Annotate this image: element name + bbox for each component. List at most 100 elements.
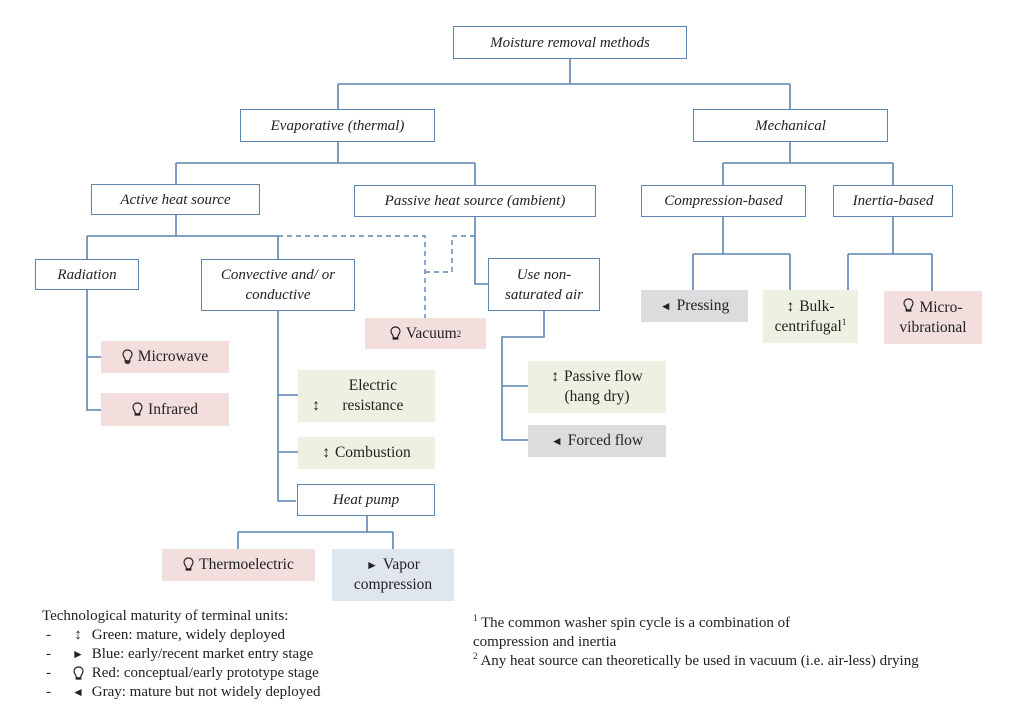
lightbulb-icon xyxy=(183,557,194,571)
mechanical-node[interactable]: Mechanical xyxy=(693,109,888,142)
legend-dash: - xyxy=(46,665,51,681)
leaf-thermoelectric[interactable]: Thermoelectric xyxy=(162,549,315,581)
node-label: Heat pump xyxy=(332,492,400,508)
footnote-1-cont: compression and inertia xyxy=(473,634,617,650)
connector-inertia xyxy=(847,217,933,292)
node-label: Compression-based xyxy=(664,193,783,209)
leaf-bulk-centrifugal[interactable]: ↕Bulk-centrifugal1 xyxy=(763,290,858,343)
left-triangle-icon: ◄ xyxy=(550,434,563,448)
legend-item-red: - Red: conceptual/early prototype stage xyxy=(42,664,320,683)
leaf-label: Vacuum xyxy=(405,324,457,342)
footnote-marker: 1 xyxy=(841,316,847,327)
leaf-infrared[interactable]: Infrared xyxy=(101,393,229,426)
connector-radiation xyxy=(86,290,101,411)
footnote-text: Any heat source can theoretically be use… xyxy=(480,653,919,669)
lightbulb-icon xyxy=(132,401,143,416)
legend-item-blue: - ► Blue: early/recent market entry stag… xyxy=(42,645,320,664)
footnote-marker: 1 xyxy=(473,613,478,623)
leaf-label: Electric resistance xyxy=(342,377,404,414)
footnote-2: 2 Any heat source can theoretically be u… xyxy=(473,652,919,671)
leaf-passive-flow[interactable]: ↕Passive flow (hang dry) xyxy=(528,361,666,413)
heat-pump-node[interactable]: Heat pump xyxy=(297,484,435,516)
leaf-content: ►Vapor compression xyxy=(343,555,443,595)
leaf-content: ↕Bulk-centrifugal1 xyxy=(767,297,855,337)
node-label: Active heat source xyxy=(120,191,231,208)
convective-node[interactable]: Convective and/ or conductive xyxy=(201,259,355,311)
node-label: Passive heat source (ambient) xyxy=(384,193,566,209)
footnote-marker: 2 xyxy=(473,651,478,661)
inertia-based-node[interactable]: Inertia-based xyxy=(833,185,953,217)
leaf-content: ↕Passive flow (hang dry) xyxy=(538,367,656,407)
leaf-vapor-compression[interactable]: ►Vapor compression xyxy=(332,549,454,601)
connector-mechanical xyxy=(722,142,894,185)
root-node[interactable]: Moisture removal methods xyxy=(453,26,687,59)
lightbulb-icon xyxy=(122,349,133,364)
leaf-content: Micro-vibrational xyxy=(888,297,978,338)
node-label: Inertia-based xyxy=(852,193,934,209)
lightbulb-icon xyxy=(903,297,915,312)
node-label: Evaporative (thermal) xyxy=(270,117,405,134)
up-down-arrow-icon: ↕ xyxy=(74,627,82,643)
legend-dash: - xyxy=(46,684,51,700)
leaf-label: Forced flow xyxy=(567,432,644,449)
compression-based-node[interactable]: Compression-based xyxy=(641,185,806,217)
up-down-arrow-icon: ↕ xyxy=(786,297,795,315)
right-triangle-icon: ► xyxy=(72,647,84,661)
lightbulb-icon xyxy=(68,664,88,683)
left-triangle-icon: ◄ xyxy=(659,299,672,313)
leaf-label: Bulk-centrifugal xyxy=(774,297,842,335)
leaf-combustion[interactable]: ↕Combustion xyxy=(298,437,435,469)
lightbulb-icon xyxy=(390,325,401,340)
leaf-label: Thermoelectric xyxy=(199,556,294,573)
leaf-label: Micro-vibrational xyxy=(899,298,967,336)
legend-dash: - xyxy=(46,627,51,643)
legend-title: Technological maturity of terminal units… xyxy=(42,608,289,624)
maturity-legend: Technological maturity of terminal units… xyxy=(42,607,320,702)
node-label: Mechanical xyxy=(755,117,826,134)
connector-passive xyxy=(474,217,488,285)
left-triangle-icon: ◄ xyxy=(72,685,84,699)
footnote-text: The common washer spin cycle is a combin… xyxy=(480,615,791,631)
footnote-1: 1 The common washer spin cycle is a comb… xyxy=(473,614,919,633)
up-down-arrow-icon: ↕ xyxy=(312,397,320,414)
connector-nonsaturated xyxy=(501,311,545,441)
active-heat-node[interactable]: Active heat source xyxy=(91,184,260,215)
radiation-node[interactable]: Radiation xyxy=(35,259,139,290)
right-triangle-icon: ► xyxy=(366,558,378,572)
legend-item-gray: - ◄ Gray: mature but not widely deployed xyxy=(42,683,320,702)
node-label: Convective and/ or conductive xyxy=(220,267,336,303)
evaporative-node[interactable]: Evaporative (thermal) xyxy=(240,109,435,142)
connector-heatpump xyxy=(237,516,394,549)
connector-active xyxy=(86,215,279,259)
passive-heat-node[interactable]: Passive heat source (ambient) xyxy=(354,185,596,217)
connector-convective xyxy=(277,311,298,502)
leaf-label: Vapor compression xyxy=(353,556,433,593)
leaf-label: Microwave xyxy=(137,348,209,365)
leaf-electric-resistance[interactable]: ↕ Electric resistance xyxy=(298,370,435,422)
node-label: Moisture removal methods xyxy=(490,34,650,51)
legend-text: Red: conceptual/early prototype stage xyxy=(91,665,319,681)
leaf-label: Pressing xyxy=(676,297,730,314)
leaf-label: Passive flow (hang dry) xyxy=(563,368,643,405)
leaf-pressing[interactable]: ◄ Pressing xyxy=(641,290,748,322)
legend-dash: - xyxy=(46,646,51,662)
leaf-label: Combustion xyxy=(334,444,411,461)
legend-item-green: - ↕ Green: mature, widely deployed xyxy=(42,626,320,645)
connector-evaporative xyxy=(175,142,476,185)
legend-text: Blue: early/recent market entry stage xyxy=(91,646,314,662)
connector-vacuum-dashed xyxy=(278,235,475,318)
node-label: Radiation xyxy=(57,266,117,283)
connector-root xyxy=(337,59,791,109)
footnotes: 1 The common washer spin cycle is a comb… xyxy=(473,614,919,671)
leaf-microwave[interactable]: Microwave xyxy=(101,341,229,373)
non-saturated-air-node[interactable]: Use non-saturated air xyxy=(488,258,600,311)
leaf-micro-vibrational[interactable]: Micro-vibrational xyxy=(884,291,982,344)
legend-text: Green: mature, widely deployed xyxy=(91,627,286,643)
node-label: Use non-saturated air xyxy=(505,266,583,303)
up-down-arrow-icon: ↕ xyxy=(551,368,559,385)
legend-text: Gray: mature but not widely deployed xyxy=(91,684,321,700)
leaf-forced-flow[interactable]: ◄ Forced flow xyxy=(528,425,666,457)
